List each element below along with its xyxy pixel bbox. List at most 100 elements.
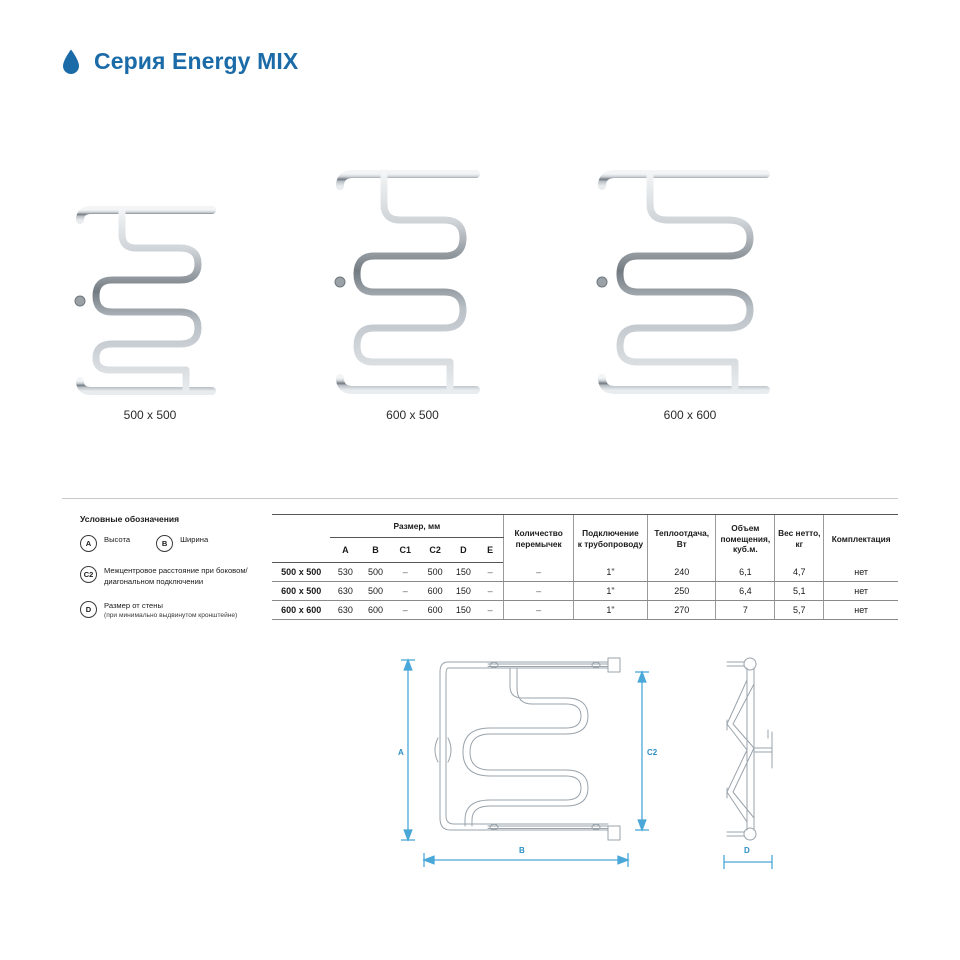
- cell-a: 530: [330, 562, 361, 582]
- page-title: Серия Energy MIX: [94, 48, 299, 74]
- badge-b: B: [156, 535, 174, 552]
- cell-heat: 250: [647, 581, 716, 601]
- header-connection: Подключение к трубопроводу: [572, 514, 648, 563]
- cell-a: 630: [330, 581, 361, 601]
- header-size-a: A: [330, 537, 361, 563]
- cell-c2: 600: [420, 581, 451, 601]
- cell-weight: 5,7: [774, 600, 824, 620]
- header-size-c1: C1: [390, 537, 421, 563]
- cell-volume: 7: [715, 600, 775, 620]
- badge-c2: C2: [80, 566, 97, 583]
- legend-label-height: Высота: [104, 535, 131, 544]
- header-bridges: Количество перемычек: [503, 514, 574, 563]
- cell-c2: 600: [420, 600, 451, 620]
- product-item: 500 x 500: [60, 198, 240, 422]
- cell-a: 630: [330, 600, 361, 620]
- legend-label-d: Размер от стены (при минимально выдвинут…: [104, 601, 237, 621]
- header-size-b: B: [360, 537, 391, 563]
- spec-table: Размер, мм Количество перемычек Подключе…: [272, 514, 898, 620]
- cell-e: –: [476, 600, 504, 620]
- cell-d: 150: [450, 562, 477, 582]
- legend-item-d: D Размер от стены (при минимально выдвин…: [80, 600, 260, 621]
- table-row: 600 x 500 630 500 – 600 150 – – 1" 250 6…: [272, 581, 898, 601]
- product-caption: 600 x 600: [663, 408, 717, 422]
- header-connection-l2: к трубопроводу: [577, 538, 644, 549]
- legend-label-d-sub: (при минимально выдвинутом кронштейне): [104, 612, 238, 620]
- dimension-label-c2: C2: [647, 748, 658, 757]
- header-model-blank: [272, 514, 331, 538]
- cell-connection: 1": [572, 600, 648, 620]
- product-caption: 500 x 500: [123, 408, 177, 422]
- header-size-c2: C2: [420, 537, 451, 563]
- header-volume-l2: помещения,: [720, 533, 771, 544]
- cell-volume: 6,4: [715, 581, 775, 601]
- section-divider: [62, 498, 898, 499]
- header-heat: Теплоотдача, Вт: [647, 514, 716, 563]
- cell-volume: 6,1: [715, 562, 775, 582]
- cell-kit: нет: [823, 562, 898, 582]
- cell-weight: 4,7: [774, 562, 824, 582]
- technical-drawing: A C2 B: [0, 630, 960, 890]
- header-volume: Объем помещения, куб.м.: [715, 514, 775, 563]
- header-size-d: D: [450, 537, 477, 563]
- product-caption: 600 x 500: [386, 408, 439, 422]
- product-item: 600 x 500: [320, 160, 505, 422]
- legend-item-width: B Ширина: [156, 535, 208, 552]
- cell-c1: –: [390, 600, 421, 620]
- cell-e: –: [476, 581, 504, 601]
- cell-heat: 240: [647, 562, 716, 582]
- header-connection-l1: Подключение: [582, 528, 639, 539]
- cell-b: 600: [360, 600, 391, 620]
- header-kit: Комплектация: [823, 514, 898, 563]
- product-gallery: 500 x 500 600 x 500: [0, 150, 960, 490]
- header-heat-l1: Теплоотдача,: [654, 528, 710, 539]
- side-view-drawing: [723, 657, 773, 869]
- cell-d: 150: [450, 600, 477, 620]
- header-weight: Вес нетто, кг: [774, 514, 824, 563]
- dimension-label-b: B: [519, 846, 525, 855]
- product-photo-500x500: [74, 206, 236, 395]
- specification-table: Размер, мм Количество перемычек Подключе…: [272, 514, 898, 620]
- water-drop-icon: [63, 49, 79, 74]
- header-bridges-l2: перемычек: [515, 538, 562, 549]
- table-row: 600 x 600 630 600 – 600 150 – – 1" 270 7…: [272, 600, 898, 620]
- cell-b: 500: [360, 562, 391, 582]
- header-volume-l3: куб.м.: [733, 543, 758, 554]
- badge-d: D: [80, 600, 97, 618]
- cell-c1: –: [390, 562, 421, 582]
- cell-c1: –: [390, 581, 421, 601]
- legend-item-c2: C2 Межцентровое расстояние при боковом/д…: [80, 566, 260, 588]
- page-header: Серия Energy MIX: [62, 48, 298, 75]
- header-size-group: Размер, мм: [330, 514, 504, 538]
- cell-bridges: –: [503, 600, 574, 620]
- cell-heat: 270: [647, 600, 716, 620]
- header-weight-l2: кг: [795, 538, 804, 549]
- header-weight-l1: Вес нетто,: [778, 528, 821, 539]
- cell-kit: нет: [823, 600, 898, 620]
- header-heat-l2: Вт: [676, 538, 687, 549]
- cell-model: 600 x 500: [272, 581, 331, 601]
- cell-e: –: [476, 562, 504, 582]
- cell-model: 500 x 500: [272, 562, 331, 582]
- legend-label-d-main: Размер от стены: [104, 600, 163, 610]
- table-head: Размер, мм Количество перемычек Подключе…: [272, 514, 898, 563]
- legend-label-c2: Межцентровое расстояние при боковом/диаг…: [104, 566, 248, 586]
- table-row: 500 x 500 530 500 – 500 150 – – 1" 240 6…: [272, 562, 898, 582]
- cell-c2: 500: [420, 562, 451, 582]
- legend-label-width: Ширина: [180, 535, 209, 544]
- table-header-group-row: Размер, мм Количество перемычек Подключе…: [272, 514, 898, 563]
- cell-connection: 1": [572, 581, 648, 601]
- badge-a: A: [80, 535, 97, 552]
- legend-row-ab: A Высота B Ширина: [80, 535, 260, 552]
- legend-block: Условные обозначения A Высота B Ширина C…: [80, 514, 260, 630]
- product-photo-600x600: [596, 170, 794, 394]
- cell-connection: 1": [572, 562, 648, 582]
- cell-bridges: –: [503, 562, 574, 582]
- table-body: 500 x 500 530 500 – 500 150 – – 1" 240 6…: [272, 562, 898, 620]
- header-volume-l1: Объем: [731, 523, 760, 534]
- cell-kit: нет: [823, 581, 898, 601]
- product-item: 600 x 600: [580, 160, 800, 422]
- header-model: [272, 537, 331, 563]
- header-bridges-l1: Количество: [514, 528, 563, 539]
- cell-b: 500: [360, 581, 391, 601]
